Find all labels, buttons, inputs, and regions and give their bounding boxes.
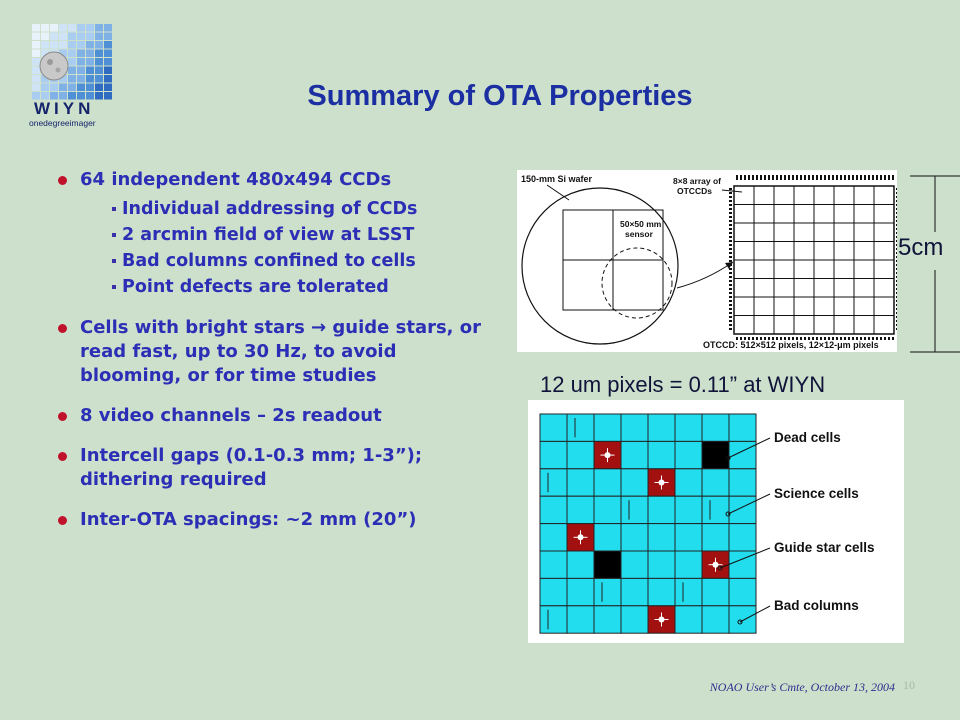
sub-bullet-square-icon <box>112 233 116 237</box>
slide-title: Summary of OTA Properties <box>307 80 693 112</box>
page-number: 10 <box>903 678 915 692</box>
sub-bullet-text: Bad columns confined to cells <box>122 251 416 271</box>
sub-bullet-text: Point defects are tolerated <box>122 277 389 297</box>
bullet-text: Intercell gaps (0.1-0.3 mm; 1-3”); dithe… <box>80 445 423 490</box>
logo-word: WIYN <box>34 99 94 118</box>
wafer-circle <box>521 187 679 345</box>
sub-bullet-item: 2 arcmin field of view at LSST <box>80 222 498 248</box>
cell-legend: Dead cells Science cells Guide star cell… <box>774 430 875 613</box>
sub-bullet-text: 2 arcmin field of view at LSST <box>122 225 415 245</box>
bullet-item: Intercell gaps (0.1-0.3 mm; 1-3”); dithe… <box>58 444 498 492</box>
legend-bad-columns: Bad columns <box>774 598 859 613</box>
sensor-label-1: 50×50 mm <box>620 219 662 229</box>
sub-bullet-list: Individual addressing of CCDs 2 arcmin f… <box>80 196 498 300</box>
logo-tagline: onedegreeimager <box>29 118 96 128</box>
sub-bullet-square-icon <box>112 285 116 289</box>
bullet-text: Inter-OTA spacings: ~2 mm (20”) <box>80 509 417 530</box>
bullet-dot-icon <box>58 452 67 461</box>
cell-grid <box>539 413 771 634</box>
legend-dead-cells: Dead cells <box>774 430 841 445</box>
bullet-dot-icon <box>58 412 67 421</box>
bullet-dot-icon <box>58 176 67 185</box>
array-label-2: OTCCDs <box>677 186 712 196</box>
moon-icon <box>39 51 69 81</box>
sub-bullet-square-icon <box>112 259 116 263</box>
bullet-text: 64 independent 480x494 CCDs <box>80 169 392 190</box>
selected-sensor-outline <box>601 247 673 319</box>
bullet-text: 8 video channels – 2s readout <box>80 405 382 426</box>
wafer-label: 150-mm Si wafer <box>521 174 593 184</box>
footer-text: NOAO User’s Cmte, October 13, 2004 <box>709 680 895 694</box>
sub-bullet-item: Individual addressing of CCDs <box>80 196 498 222</box>
bullet-item: Inter-OTA spacings: ~2 mm (20”) <box>58 508 498 532</box>
bullet-dot-icon <box>58 516 67 525</box>
bullet-dot-icon <box>58 324 67 333</box>
legend-science-cells: Science cells <box>774 486 859 501</box>
cell-map-diagram: Dead cells Science cells Guide star cell… <box>528 400 904 643</box>
array-label-1: 8×8 array of <box>673 176 721 186</box>
bullet-text: Cells with bright stars → guide stars, o… <box>80 317 482 386</box>
legend-guide-star-cells: Guide star cells <box>774 540 875 555</box>
sub-bullet-square-icon <box>112 207 116 211</box>
sensor-label-2: sensor <box>625 229 654 239</box>
bullet-item: 64 independent 480x494 CCDs Individual a… <box>58 168 498 300</box>
otccd-array <box>729 175 897 340</box>
sub-bullet-text: Individual addressing of CCDs <box>122 199 418 219</box>
wiyn-odi-logo: WIYN onedegreeimager <box>29 24 112 128</box>
scale-bar <box>910 175 960 353</box>
scale-label: 5cm <box>898 234 944 261</box>
sub-bullet-item: Bad columns confined to cells <box>80 248 498 274</box>
bullet-item: Cells with bright stars → guide stars, o… <box>58 316 498 388</box>
otccd-caption: OTCCD: 512×512 pixels, 12×12-μm pixels <box>703 340 879 350</box>
pixel-scale-caption: 12 um pixels = 0.11” at WIYN <box>540 372 826 397</box>
wafer-diagram: 150-mm Si wafer 50×50 mm sensor 8×8 arra… <box>517 170 897 352</box>
bullet-item: 8 video channels – 2s readout <box>58 404 498 428</box>
bullet-list: 64 independent 480x494 CCDs Individual a… <box>58 168 498 542</box>
sub-bullet-item: Point defects are tolerated <box>80 274 498 300</box>
